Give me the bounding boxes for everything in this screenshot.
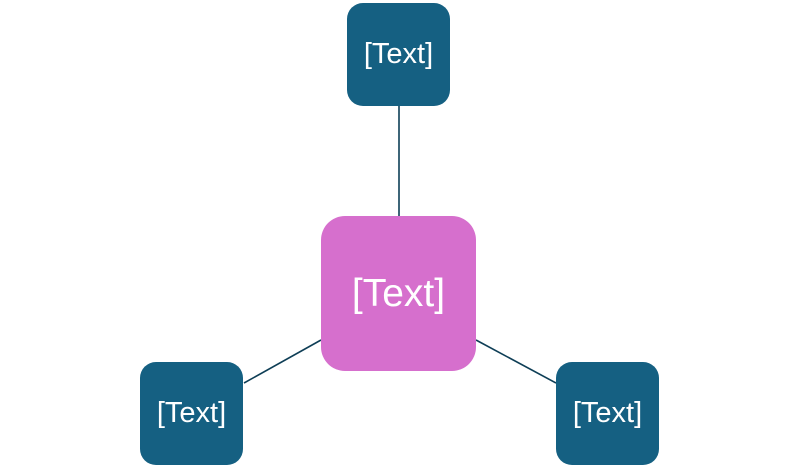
center-node: [Text]	[321, 216, 476, 371]
connector-center-left	[243, 339, 322, 384]
satellite-node-right-label: [Text]	[572, 397, 643, 429]
satellite-node-left-label: [Text]	[156, 397, 227, 429]
connector-center-right	[475, 339, 557, 384]
satellite-node-top: [Text]	[347, 3, 450, 106]
satellite-node-top-label: [Text]	[363, 38, 434, 70]
satellite-node-left: [Text]	[140, 362, 243, 465]
satellite-node-right: [Text]	[556, 362, 659, 465]
center-node-label: [Text]	[351, 271, 446, 315]
